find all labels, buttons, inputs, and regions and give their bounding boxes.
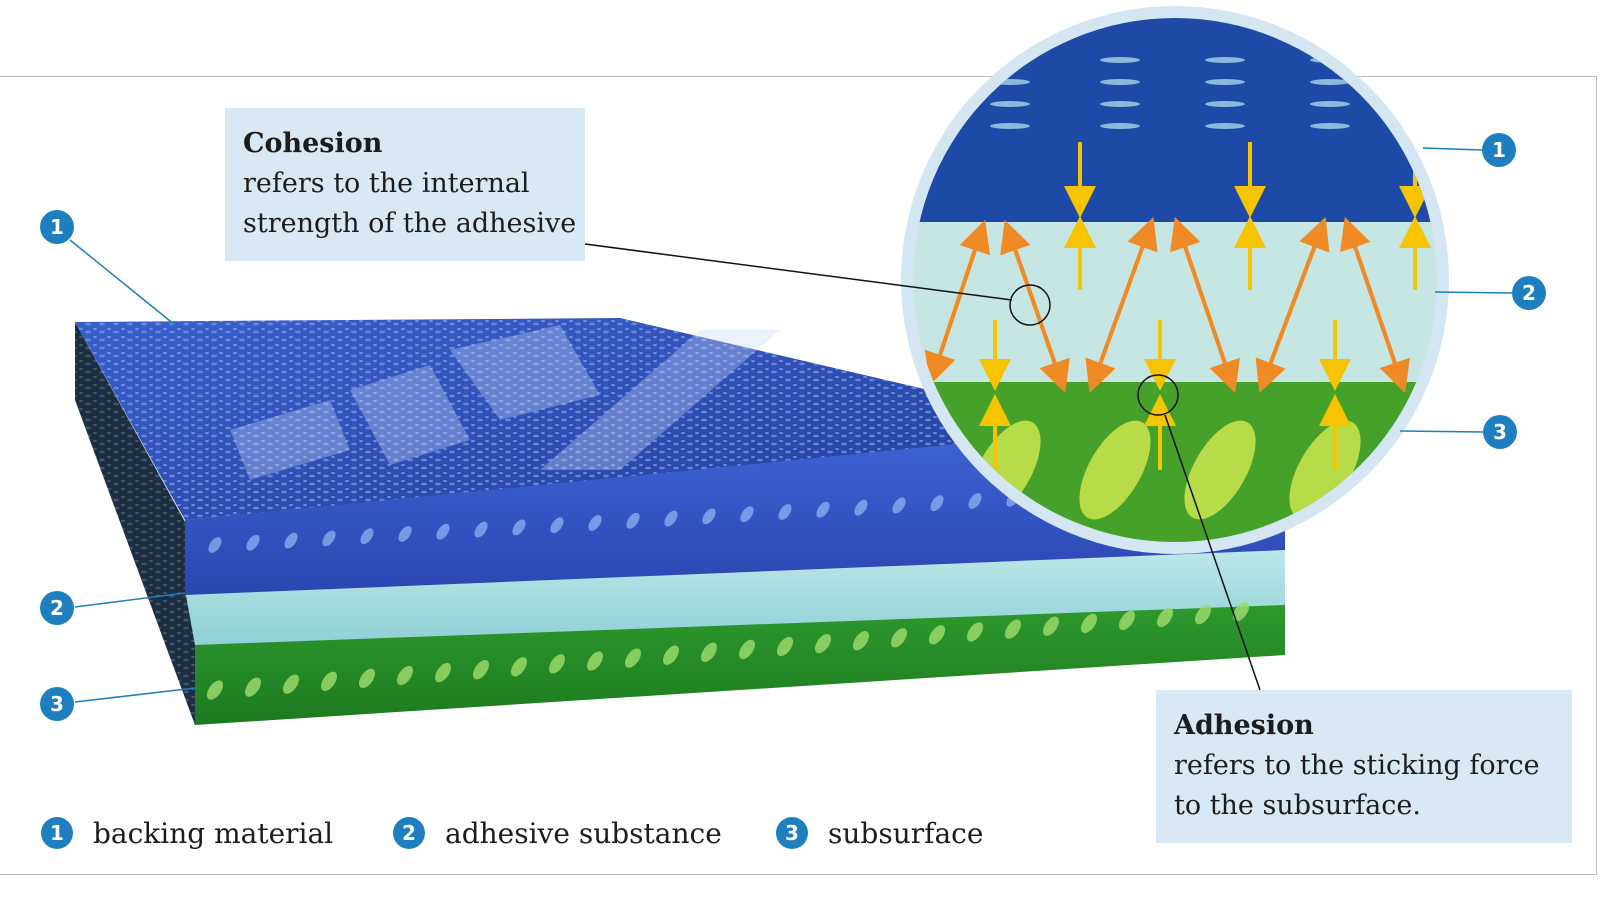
fiber-mark <box>1205 123 1245 129</box>
legend-label-3: subsurface <box>828 817 983 850</box>
fiber-mark <box>1205 79 1245 85</box>
fiber-mark <box>1100 57 1140 63</box>
legend-item-backing: 1 backing material <box>41 815 333 851</box>
fiber-mark <box>1310 101 1350 107</box>
fiber-mark <box>1100 101 1140 107</box>
legend-item-subsurface: 3 subsurface <box>776 815 983 851</box>
cohesion-title: Cohesion <box>243 124 585 164</box>
legend-num-1: 1 <box>41 817 73 849</box>
marker-backing-right: 1 <box>1482 133 1516 167</box>
legend-num-3: 3 <box>776 817 808 849</box>
fiber-mark <box>1205 57 1245 63</box>
adhesion-callout: Adhesion refers to the sticking force to… <box>1156 690 1572 843</box>
adhesion-title: Adhesion <box>1174 706 1572 746</box>
marker-subsurface-right: 3 <box>1483 415 1517 449</box>
marker-adhesive-right: 2 <box>1512 276 1546 310</box>
legend-label-2: adhesive substance <box>445 817 722 850</box>
fiber-mark <box>990 101 1030 107</box>
adhesion-line-1: refers to the sticking force <box>1174 746 1572 786</box>
fiber-mark <box>1100 123 1140 129</box>
fiber-mark <box>990 123 1030 129</box>
adhesion-line-2: to the subsurface. <box>1174 786 1572 826</box>
cohesion-callout: Cohesion refers to the internal strength… <box>225 108 585 261</box>
legend-label-1: backing material <box>93 817 333 850</box>
fiber-mark <box>1100 79 1140 85</box>
legend-num-2: 2 <box>393 817 425 849</box>
cohesion-line-2: strength of the adhesive <box>243 204 585 244</box>
legend-item-adhesive: 2 adhesive substance <box>393 815 722 851</box>
marker-subsurface-left: 3 <box>40 687 74 721</box>
marker-backing-left: 1 <box>40 210 74 244</box>
fiber-mark <box>1310 79 1350 85</box>
fiber-mark <box>1310 123 1350 129</box>
marker-adhesive-left: 2 <box>40 591 74 625</box>
fiber-mark <box>1205 101 1245 107</box>
cohesion-line-1: refers to the internal <box>243 164 585 204</box>
